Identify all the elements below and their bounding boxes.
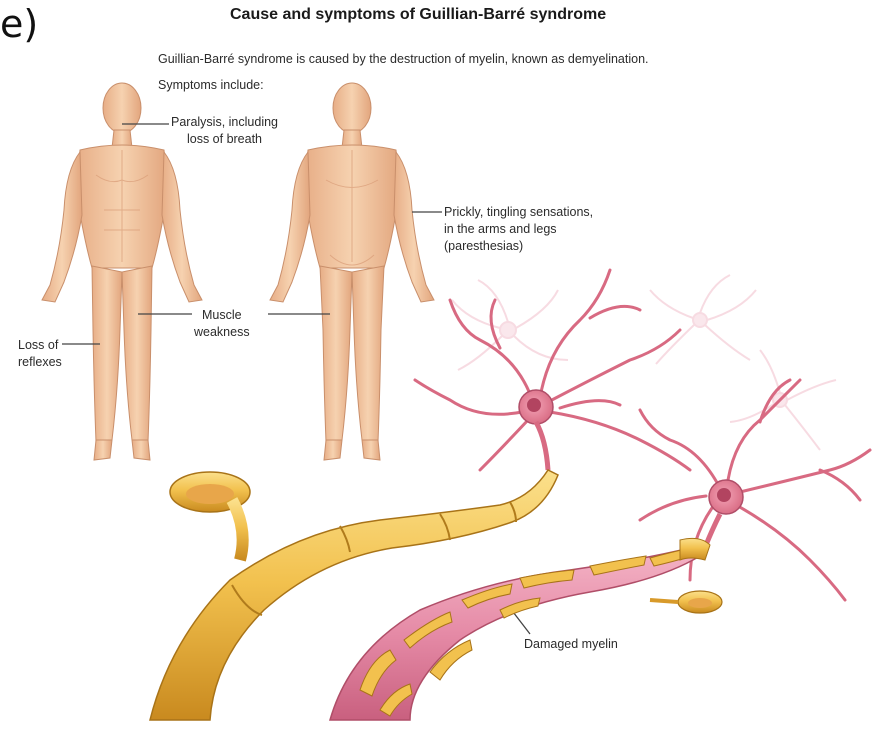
- label-muscle-line-2: weakness: [194, 324, 250, 341]
- panel-letter: e): [0, 2, 38, 46]
- label-reflexes-line-2: reflexes: [18, 354, 62, 371]
- label-reflexes-line-1: Loss of: [18, 337, 62, 354]
- neuron-upper-nucleus: [527, 398, 541, 412]
- symptoms-intro-text: Symptoms include:: [158, 78, 264, 92]
- label-paralysis-line-1: Paralysis, including: [171, 114, 278, 131]
- back-body-figure: [270, 83, 434, 460]
- intro-text: Guillian-Barré syndrome is caused by the…: [158, 52, 649, 66]
- label-paralysis-line-2: loss of breath: [171, 131, 278, 148]
- label-paralysis: Paralysis, including loss of breath: [171, 114, 278, 148]
- label-damaged-myelin: Damaged myelin: [524, 636, 618, 653]
- label-paresthesias-line-1: Prickly, tingling sensations,: [444, 204, 593, 221]
- label-paresthesias-line-2: in the arms and legs: [444, 221, 593, 238]
- damaged-axon-core: [330, 548, 700, 720]
- label-muscle-weakness: Muscle weakness: [194, 307, 250, 341]
- label-muscle-line-1: Muscle: [194, 307, 250, 324]
- label-paresthesias-line-3: (paresthesias): [444, 238, 593, 255]
- label-loss-of-reflexes: Loss of reflexes: [18, 337, 62, 371]
- diagram-title: Cause and symptoms of Guillian-Barré syn…: [230, 6, 606, 24]
- neuron-right-nucleus: [717, 488, 731, 502]
- label-paresthesias: Prickly, tingling sensations, in the arm…: [444, 204, 593, 255]
